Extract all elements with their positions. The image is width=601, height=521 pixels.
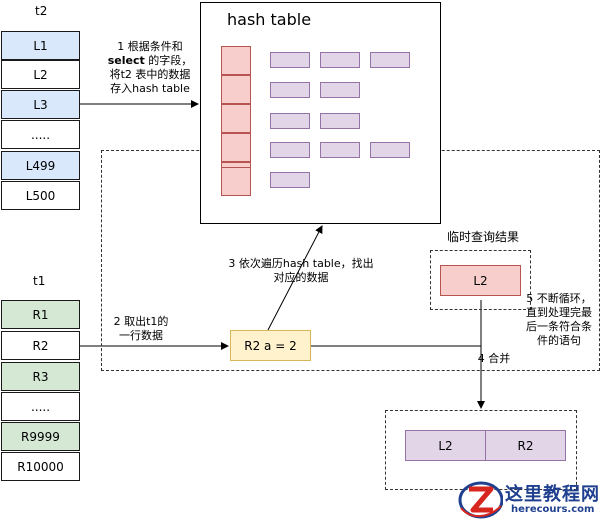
t1-row: R2 bbox=[1, 331, 80, 360]
step-1-annotation: 1 根据条件和 select 的字段， 将t2 表中的数据 存入hash tab… bbox=[104, 40, 196, 96]
temp-result-label: 临时查询结果 bbox=[447, 230, 520, 244]
hash-table-title: hash table bbox=[227, 10, 312, 29]
hash-bucket bbox=[221, 46, 251, 75]
hash-entry bbox=[270, 82, 310, 98]
t1-row: R3 bbox=[1, 362, 80, 391]
step-1-line: 将t2 表中的数据 bbox=[109, 68, 191, 81]
hash-entry bbox=[270, 113, 310, 129]
t2-row: L2 bbox=[1, 60, 80, 89]
hash-entry bbox=[320, 52, 360, 68]
joined-left-cell: L2 bbox=[405, 430, 486, 461]
hash-entry bbox=[320, 142, 360, 158]
step-1-keyword: select bbox=[107, 54, 145, 67]
watermark-logo: 这里教程网 herecours.com bbox=[457, 478, 601, 521]
temp-result-value: L2 bbox=[440, 265, 521, 296]
step-5-line: 后一条符合条 bbox=[526, 320, 592, 333]
t1-row: ..... bbox=[1, 392, 80, 421]
hash-entry bbox=[270, 142, 310, 158]
arrow-current-row-to-hash-table bbox=[267, 225, 323, 331]
joined-right-cell: R2 bbox=[485, 430, 566, 461]
step-1-line: 1 根据条件和 bbox=[117, 40, 183, 53]
step-2-line: 2 取出t1的 bbox=[113, 315, 169, 328]
step-3-line: 3 依次遍历hash table，找出 bbox=[228, 257, 374, 270]
logo-mark-icon bbox=[458, 481, 503, 519]
t2-row: ..... bbox=[1, 120, 80, 149]
t1-label: t1 bbox=[33, 274, 46, 288]
t1-row: R1 bbox=[1, 300, 80, 329]
hash-bucket bbox=[221, 75, 251, 104]
temp-result-region bbox=[430, 250, 531, 310]
step-2-line: 一行数据 bbox=[119, 329, 163, 342]
hash-entry bbox=[370, 52, 410, 68]
hash-bucket bbox=[221, 104, 251, 133]
step-5-annotation: 5 不断循环， 直到处理完最 后一条符合条 件的语句 bbox=[519, 292, 599, 348]
step-2-annotation: 2 取出t1的 一行数据 bbox=[106, 315, 176, 343]
step-1-line: select 的字段， bbox=[104, 54, 196, 68]
step-5-line: 直到处理完最 bbox=[526, 306, 592, 319]
step-3-line: 对应的数据 bbox=[273, 271, 329, 284]
hash-entry bbox=[320, 82, 360, 98]
logo-title: 这里教程网 bbox=[505, 484, 600, 505]
t2-row: L1 bbox=[1, 31, 80, 60]
hash-entry bbox=[270, 172, 310, 188]
step-5-line: 5 不断循环， bbox=[526, 292, 592, 305]
t2-row: L3 bbox=[1, 90, 80, 119]
hash-bucket bbox=[221, 167, 251, 196]
hash-entry bbox=[370, 142, 410, 158]
t1-row: R10000 bbox=[1, 452, 80, 481]
hash-entry bbox=[320, 113, 360, 129]
t1-row: R9999 bbox=[1, 422, 80, 451]
step-3-annotation: 3 依次遍历hash table，找出 对应的数据 bbox=[218, 257, 384, 285]
logo-url: herecours.com bbox=[511, 504, 595, 515]
hash-entry bbox=[270, 52, 310, 68]
step-5-line: 件的语句 bbox=[537, 334, 581, 347]
t2-label: t2 bbox=[35, 4, 48, 18]
t2-row: L500 bbox=[1, 181, 80, 210]
step-1-line-tail: 的字段， bbox=[144, 54, 193, 67]
step-4-annotation: 4 合并 bbox=[477, 352, 511, 365]
t2-row: L499 bbox=[1, 151, 80, 180]
hash-bucket bbox=[221, 133, 251, 162]
step-1-line: 存入hash table bbox=[110, 82, 190, 95]
current-row-box: R2 a = 2 bbox=[230, 330, 311, 361]
